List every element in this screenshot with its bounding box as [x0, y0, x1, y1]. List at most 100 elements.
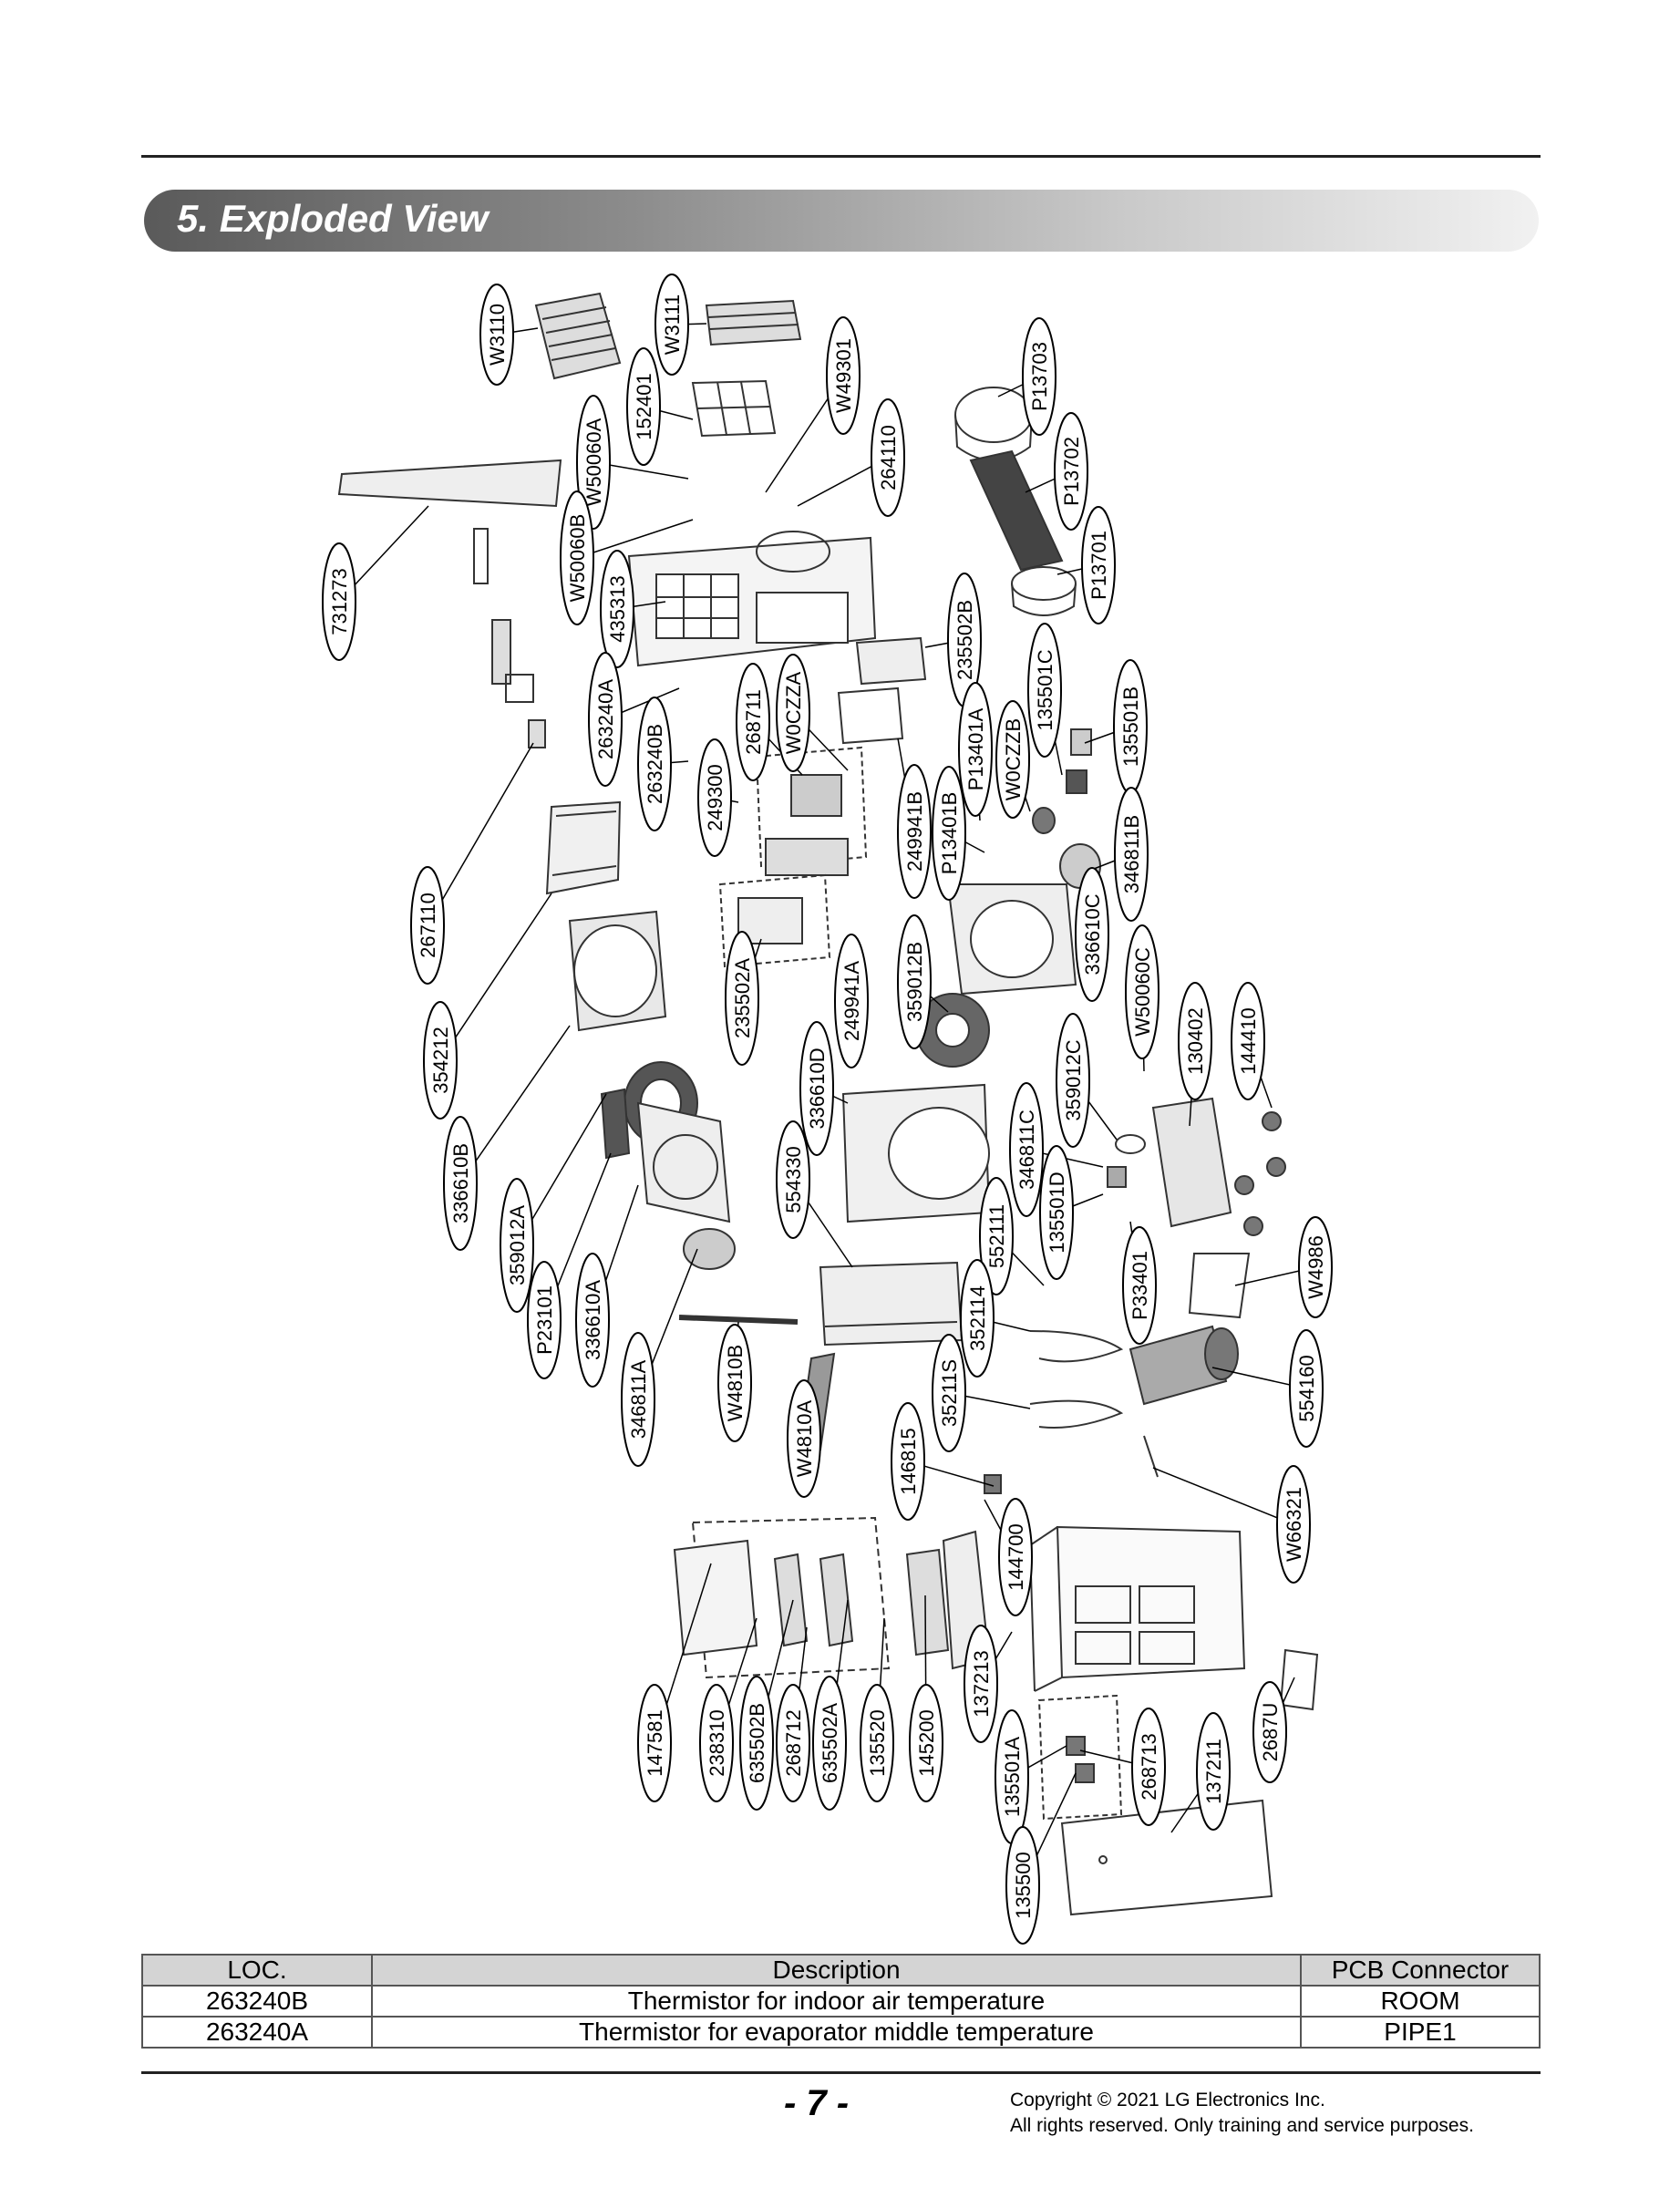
- part-callout: 359012A: [500, 1178, 534, 1313]
- callout-label: W50060C: [1131, 947, 1154, 1037]
- part-callout: 152401: [626, 347, 661, 466]
- callout-label: 146815: [897, 1428, 920, 1494]
- callout-oval: [736, 663, 770, 781]
- callout-label: P13703: [1028, 342, 1051, 411]
- part-callout: 359012C: [1056, 1013, 1090, 1148]
- access-panel-part: [1060, 1799, 1273, 1916]
- part-callout: 435313: [600, 550, 634, 668]
- callout-label: 346811C: [1015, 1109, 1038, 1190]
- exhaust-hose-part: [969, 449, 1064, 572]
- callout-label: 268711: [742, 689, 765, 755]
- leader-line: [439, 893, 552, 1061]
- part-callout: 135501C: [1027, 623, 1062, 758]
- callout-oval: [787, 1379, 821, 1498]
- callout-label: W4810A: [793, 1399, 816, 1477]
- callout-label: 435313: [606, 575, 629, 642]
- part-callout: 346811A: [621, 1332, 655, 1467]
- callout-label: 144410: [1237, 1007, 1260, 1074]
- table-header-loc: LOC.: [141, 1954, 373, 1987]
- callout-oval: [799, 1021, 834, 1156]
- callout-oval: [1196, 1712, 1231, 1831]
- callout-label: W4986: [1304, 1235, 1327, 1299]
- bottom-rule: [141, 2071, 1541, 2074]
- callout-label: 147581: [644, 1709, 666, 1776]
- part-callout: W4810B: [717, 1324, 752, 1442]
- part-callout: 268712: [776, 1684, 810, 1802]
- callout-oval: [1122, 1226, 1157, 1345]
- top-rule: [141, 155, 1541, 158]
- compressor-part: [1129, 1325, 1239, 1406]
- callout-oval: [909, 1684, 943, 1802]
- callout-oval: [575, 1253, 610, 1388]
- drain-rod-part: [1143, 1435, 1159, 1478]
- part-callout: 137213: [964, 1625, 998, 1743]
- callout-label: 137211: [1202, 1739, 1225, 1804]
- part-callout: P13401A: [958, 682, 993, 817]
- part-callout: 144410: [1231, 982, 1265, 1100]
- section-banner: 5. Exploded View: [144, 190, 1539, 252]
- callout-label: 249300: [704, 764, 727, 831]
- parts-table: LOC. Description PCB Connector 263240B T…: [141, 1954, 1541, 2049]
- part-callout: W3111: [654, 274, 689, 376]
- callout-oval: [812, 1676, 847, 1811]
- callout-oval: [826, 316, 861, 435]
- part-callout: 135520: [860, 1684, 894, 1802]
- callout-oval: [932, 766, 966, 901]
- callout-oval: [1022, 317, 1056, 436]
- callout-oval: [1081, 506, 1116, 624]
- part-callout: 264110: [871, 398, 905, 517]
- section-title: 5. Exploded View: [177, 197, 489, 240]
- callout-label: 137213: [970, 1650, 993, 1717]
- callout-oval: [410, 866, 445, 985]
- callout-oval: [1114, 787, 1149, 922]
- callout-label: 552111: [985, 1204, 1008, 1268]
- part-callout: 249941A: [834, 934, 869, 1068]
- part-callout: 144700: [998, 1498, 1033, 1616]
- callout-oval: [891, 1402, 925, 1521]
- sticker-part: [1279, 1648, 1319, 1711]
- label-part: [505, 674, 534, 703]
- copyright-line1: Copyright © 2021 LG Electronics Inc.: [1010, 2090, 1325, 2111]
- part-callout: 130402: [1178, 982, 1212, 1100]
- callout-oval: [964, 1625, 998, 1743]
- callout-oval: [717, 1324, 752, 1442]
- table-header-connector: PCB Connector: [1300, 1954, 1541, 1987]
- connector-part: [1070, 728, 1092, 756]
- callout-oval: [739, 1676, 774, 1811]
- part-callout: 352114: [960, 1259, 995, 1378]
- callout-label: 346811B: [1120, 815, 1143, 893]
- part-callout: W66321: [1276, 1465, 1311, 1584]
- part-callout: 267110: [410, 866, 445, 985]
- table-cell-description: Thermistor for indoor air temperature: [371, 1985, 1302, 2018]
- callout-oval: [1131, 1708, 1166, 1826]
- callout-label: P23101: [533, 1285, 556, 1355]
- part-callout: 249300: [697, 738, 732, 857]
- callout-label: 336610B: [449, 1143, 472, 1223]
- callout-label: 145200: [915, 1709, 938, 1776]
- part-callout: P13703: [1022, 317, 1056, 436]
- rear-cabinet-box: [691, 1516, 891, 1679]
- callout-label: P13401B: [938, 792, 961, 875]
- part-callout: 145200: [909, 1684, 943, 1802]
- condenser-part: [819, 1261, 964, 1347]
- table-row: 263240A Thermistor for evaporator middle…: [141, 2016, 1541, 2049]
- copyright-line2: All rights reserved. Only training and s…: [1010, 2115, 1474, 2136]
- callout-label: 267110: [417, 893, 439, 958]
- part-callout: 336610C: [1075, 867, 1109, 1002]
- callout-label: 346811A: [627, 1359, 650, 1439]
- part-callout: W50060B: [560, 490, 594, 625]
- callout-label: 238310: [706, 1709, 728, 1776]
- callout-oval: [1054, 412, 1088, 531]
- callout-label: W49301: [832, 338, 855, 413]
- callout-label: 336610A: [582, 1280, 604, 1360]
- callout-label: 135501B: [1119, 686, 1142, 767]
- part-callout: W4810A: [787, 1379, 821, 1498]
- part-callout: W49301: [826, 316, 861, 435]
- callout-label: 268713: [1138, 1733, 1160, 1800]
- part-callout: 336610B: [443, 1116, 478, 1251]
- part-callout: W0CZZB: [995, 700, 1030, 819]
- part-callout: 263240B: [637, 697, 672, 831]
- callout-label: 354212: [429, 1027, 452, 1093]
- part-callout: 135501B: [1113, 659, 1148, 794]
- part-callout: W4986: [1298, 1216, 1333, 1318]
